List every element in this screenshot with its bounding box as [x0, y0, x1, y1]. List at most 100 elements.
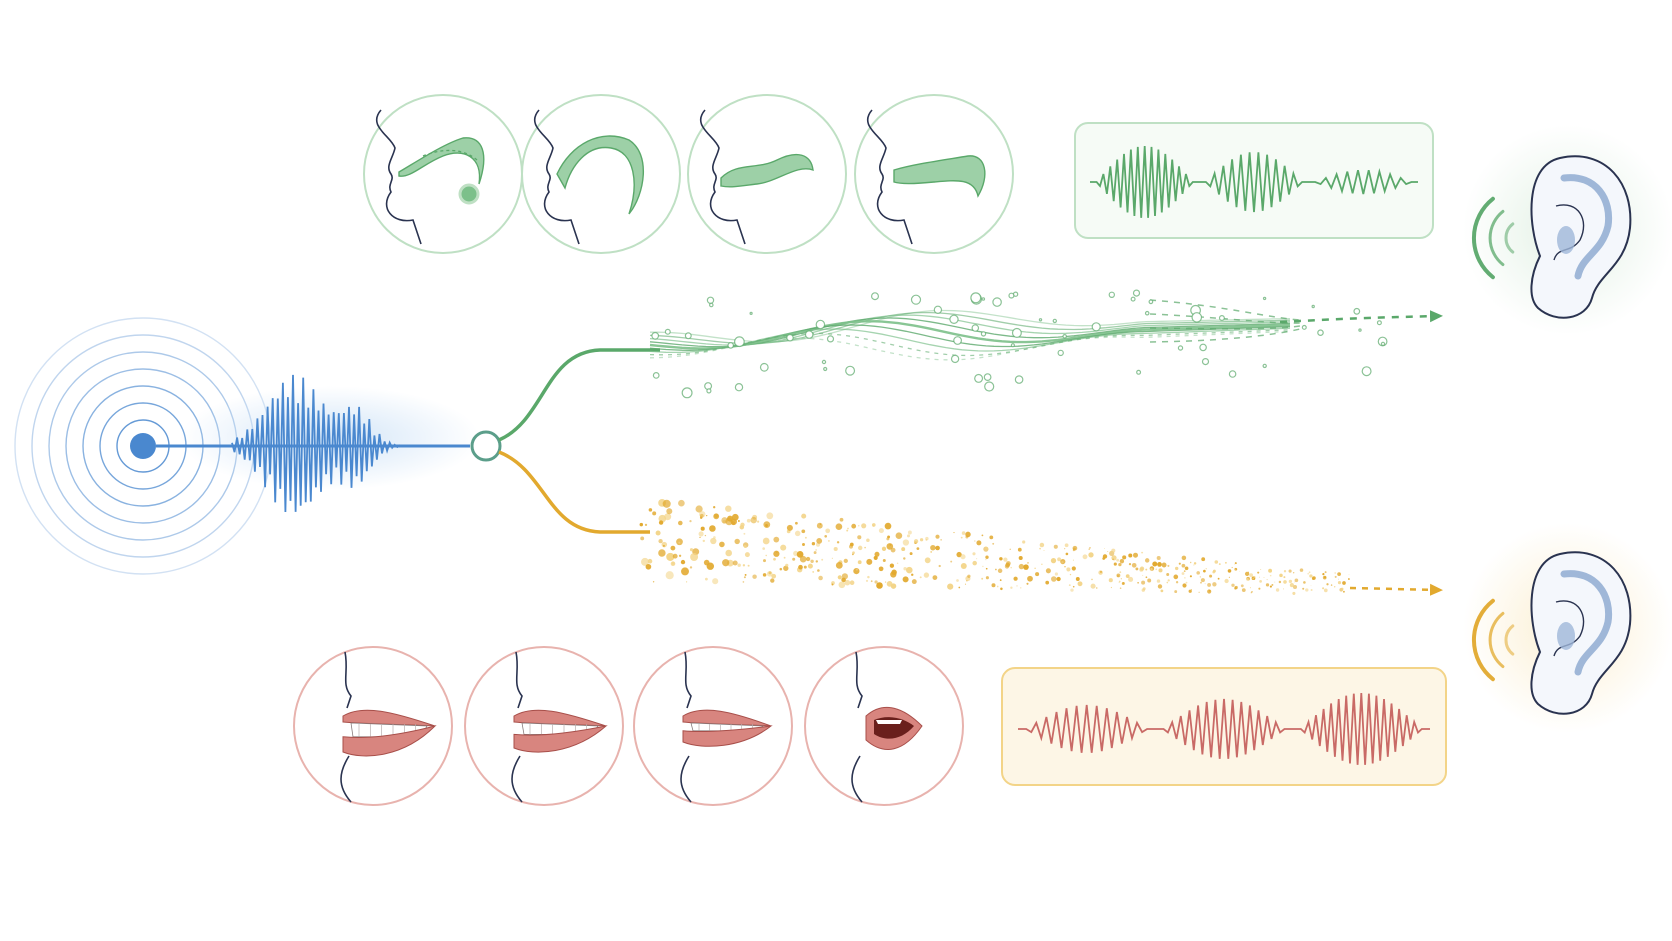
stream-bubble: [786, 333, 794, 342]
lips-profile-icon: [293, 646, 453, 806]
stream-particle: [1305, 588, 1309, 592]
stream-particle: [895, 532, 903, 540]
stream-particle: [689, 566, 693, 569]
stream-particle: [1258, 587, 1261, 590]
stream-particle: [1017, 547, 1022, 552]
stream-particle: [1018, 555, 1023, 561]
stream-particle: [1342, 581, 1346, 585]
stream-particle: [866, 558, 873, 565]
stream-particle: [960, 554, 966, 560]
sound-wave-arc: [1488, 611, 1505, 669]
stream-particle: [1054, 572, 1058, 576]
stream-particle: [655, 530, 661, 536]
stream-particle: [665, 571, 674, 580]
stream-particle: [886, 543, 894, 550]
stream-particle: [1110, 586, 1112, 589]
stream-particle: [695, 505, 703, 513]
stream-bubble: [1358, 328, 1362, 332]
stream-particle: [1156, 579, 1161, 583]
stream-particle: [1119, 559, 1125, 564]
stream-particle: [985, 576, 989, 580]
stream-particle: [837, 575, 842, 580]
stream-particle: [678, 499, 685, 507]
stream-particle: [901, 547, 906, 552]
stream-particle: [766, 570, 773, 577]
lips-open-icon: [804, 646, 964, 806]
stream-particle: [1334, 586, 1336, 588]
stream-particle: [884, 581, 887, 583]
stream-particle: [985, 555, 989, 559]
stream-particle: [698, 531, 704, 537]
stream-particle: [964, 583, 967, 585]
stream-particle: [1334, 572, 1336, 574]
stream-particle: [1099, 570, 1103, 573]
stream-particle: [821, 558, 824, 561]
stream-particle: [681, 567, 689, 576]
stream-particle: [981, 577, 984, 580]
stream-particle: [734, 538, 740, 545]
lower-branch-connector: [498, 450, 650, 534]
stream-bubble: [1317, 329, 1324, 337]
stream-particle: [831, 557, 833, 559]
junction-node: [470, 430, 502, 462]
stream-particle: [818, 575, 823, 581]
stream-particle: [1121, 581, 1125, 586]
stream-particle: [1185, 581, 1188, 584]
stream-particle: [817, 569, 820, 572]
stream-particle: [815, 549, 817, 551]
stream-particle: [1166, 581, 1169, 584]
stream-particle: [785, 563, 789, 567]
stream-particle: [874, 551, 880, 557]
stream-particle: [699, 516, 703, 519]
stream-particle: [662, 499, 671, 508]
lower-waveform-panel: [1001, 667, 1447, 786]
stream-particle: [1234, 562, 1237, 565]
stream-particle: [801, 513, 807, 519]
stream-particle: [1278, 580, 1282, 584]
stream-particle: [812, 570, 815, 573]
stream-particle: [719, 541, 725, 548]
stream-particle: [1181, 563, 1186, 568]
stream-particle: [1128, 563, 1132, 566]
stream-particle: [1158, 568, 1163, 573]
stream-particle: [1289, 583, 1294, 588]
stream-bubble: [1008, 292, 1015, 299]
stream-particle: [974, 540, 976, 542]
stream-particle: [876, 582, 883, 589]
stream-particle: [680, 559, 686, 565]
stream-particle: [1181, 555, 1187, 561]
stream-particle: [1251, 591, 1253, 593]
stream-particle: [1160, 589, 1164, 593]
stream-particle: [1089, 547, 1091, 549]
stream-particle: [827, 539, 830, 542]
stream-particle: [1311, 577, 1315, 580]
sound-wave-arc: [1504, 222, 1515, 254]
stream-particle: [1337, 581, 1342, 585]
stream-bubble: [706, 296, 715, 304]
stream-particle: [1077, 581, 1083, 587]
stream-particle: [1150, 567, 1153, 571]
stream-particle: [890, 583, 897, 589]
stream-bubble: [1038, 318, 1043, 322]
stream-particle: [907, 530, 912, 535]
stream-particle: [932, 575, 938, 580]
stream-bubble: [1148, 299, 1154, 305]
stream-particle: [1292, 591, 1296, 595]
stream-particle: [1240, 584, 1244, 588]
stream-particle: [960, 563, 967, 569]
stream-particle: [1118, 562, 1122, 567]
stream-particle: [1190, 589, 1192, 591]
stream-particle: [1167, 579, 1170, 582]
stream-particle: [1178, 562, 1181, 565]
stream-particle: [1347, 578, 1350, 580]
stream-particle: [1145, 576, 1148, 579]
stream-particle: [641, 557, 649, 566]
stream-particle: [1026, 582, 1029, 585]
stream-bubble: [992, 297, 1002, 307]
stream-particle: [704, 534, 707, 537]
stream-particle: [1323, 588, 1328, 593]
stream-bubble: [845, 365, 856, 376]
stream-particle: [1249, 587, 1251, 589]
stream-particle: [1072, 545, 1078, 551]
stream-particle: [849, 580, 855, 585]
